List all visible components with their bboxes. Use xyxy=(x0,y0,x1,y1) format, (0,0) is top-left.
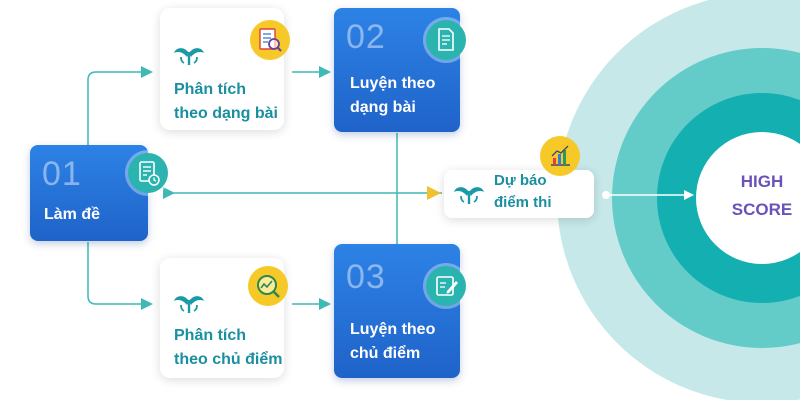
center-circle xyxy=(696,132,800,264)
connector-dot xyxy=(602,191,610,199)
forecast-card[interactable]: Dự báo điểm thi xyxy=(444,170,594,218)
connector-01-to-analysis-type xyxy=(87,66,153,145)
card-title-line2: chủ điểm xyxy=(350,345,421,362)
document-icon xyxy=(426,20,466,60)
card-title-line2: điểm thi xyxy=(494,194,552,211)
card-title-line2: dạng bài xyxy=(350,99,416,116)
high-score-label: HIGH SCORE xyxy=(696,168,800,224)
step-title: Làm đề xyxy=(44,206,101,223)
card-title-line1: Phân tích xyxy=(174,81,247,98)
step-03-card[interactable]: 03 Luyện theo chủ điểm xyxy=(334,244,460,378)
step-01-card[interactable]: 01 Làm đề xyxy=(30,145,148,241)
card-title-line1: Phân tích xyxy=(174,327,247,344)
checklist-clock-icon xyxy=(128,153,168,193)
connector-01-to-analysis-topic xyxy=(87,242,153,310)
tree-logo-icon xyxy=(172,44,206,66)
high-score-line1: HIGH xyxy=(740,172,784,191)
yellow-arrow-icon xyxy=(427,186,441,200)
white-arrow-icon xyxy=(684,190,694,200)
step-02-card[interactable]: 02 Luyện theo dạng bài xyxy=(334,8,460,132)
bar-chart-icon xyxy=(540,136,580,176)
step-number: 03 xyxy=(346,258,386,296)
high-score-line2: SCORE xyxy=(731,200,793,219)
step-number: 02 xyxy=(346,18,386,56)
chart-magnifier-icon xyxy=(248,266,288,306)
card-title-line1: Luyện theo xyxy=(350,321,436,338)
report-magnifier-icon xyxy=(250,20,290,60)
tree-logo-icon xyxy=(172,292,206,314)
card-title-line2: theo chủ điểm xyxy=(174,351,283,368)
step-number: 01 xyxy=(42,155,82,193)
card-title-line1: Dự báo xyxy=(494,172,547,189)
card-title-line1: Luyện theo xyxy=(350,75,436,92)
tree-logo-icon xyxy=(452,183,486,205)
edit-note-icon xyxy=(426,266,466,306)
card-title-line2: theo dạng bài xyxy=(174,105,278,122)
